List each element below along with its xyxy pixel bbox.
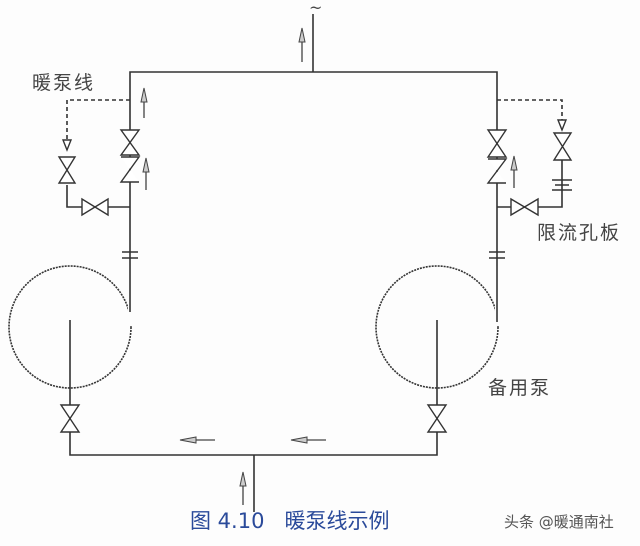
flow-arrow-bottom-1: [179, 436, 215, 444]
orifice-plate-label: 限流孔板: [537, 222, 622, 244]
right-bypass-pipe: [497, 160, 563, 208]
warm-pump-line-label: 暖泵线: [32, 72, 96, 94]
suction-header-pipe: [69, 320, 438, 456]
vent-tilde-label: ~: [309, 0, 325, 17]
orifice-plate: [552, 179, 572, 191]
flow-arrow-left-check: [142, 157, 150, 190]
standby-pump: [375, 265, 499, 389]
orifice-small-symbol: [61, 119, 568, 152]
right-warm-valve[interactable]: [552, 132, 573, 161]
left-flange: [122, 251, 138, 259]
left-bypass-pipe: [66, 185, 130, 208]
left-suction-valve[interactable]: [59, 404, 81, 433]
right-warm-line-dashed: [497, 99, 563, 128]
left-pump: [8, 265, 132, 389]
watermark: 头条 @暖通南社: [504, 513, 614, 531]
flow-arrow-right-check: [510, 155, 518, 188]
left-bypass-valve[interactable]: [81, 197, 109, 217]
figure-caption: 图 4.10 暖泵线示例: [190, 509, 390, 533]
standby-pump-label: 备用泵: [488, 377, 552, 399]
left-main-gate-valve[interactable]: [119, 129, 141, 156]
flow-arrow-left-top: [140, 87, 148, 118]
right-check-valve[interactable]: [486, 158, 508, 184]
right-flange: [489, 251, 505, 259]
flow-arrow-vent: [298, 27, 306, 62]
top-header-pipe: [129, 71, 498, 320]
left-check-valve[interactable]: [119, 156, 141, 183]
standby-suction-valve[interactable]: [426, 404, 448, 433]
left-warm-valve[interactable]: [57, 156, 77, 184]
right-bypass-valve[interactable]: [510, 197, 539, 217]
left-warm-line-dashed: [66, 99, 130, 145]
flow-arrow-inlet: [239, 471, 247, 505]
right-main-gate-valve[interactable]: [486, 129, 508, 158]
flow-arrow-bottom-2: [290, 436, 326, 444]
